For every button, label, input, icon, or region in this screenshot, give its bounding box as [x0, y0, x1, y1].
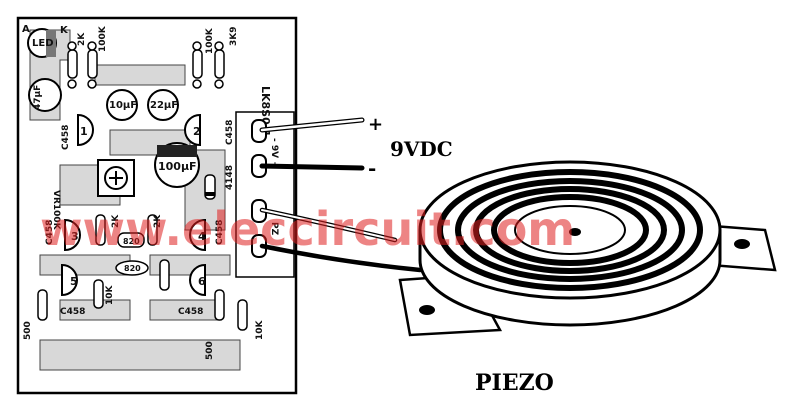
- ic-label-mid-right: C458: [215, 220, 225, 245]
- minus-label: -: [368, 156, 376, 180]
- diode-component: [204, 174, 216, 200]
- r-3k9-label: 3K9: [229, 27, 239, 47]
- plus-label: +: [368, 114, 383, 135]
- ic-1-number: 1: [80, 125, 88, 138]
- r-820-b-label: 820: [124, 264, 141, 273]
- power-wires: [259, 117, 423, 273]
- r-500-a-label: 500: [23, 321, 33, 340]
- ic-3-number: 3: [71, 230, 79, 243]
- cap-100uf-label: 100µF: [158, 160, 197, 173]
- trimmer-potentiometer: [97, 159, 135, 197]
- cap-47uf-label: 47µF: [33, 85, 43, 110]
- power-terminal-label: - 9V +: [269, 138, 279, 169]
- top-resistors: [67, 41, 225, 89]
- r-500-b-label: 500: [205, 341, 215, 360]
- r-100k-top-left-label: 100K: [98, 25, 108, 52]
- r-2k-top-label: 2K: [77, 32, 87, 46]
- transistors: [61, 113, 206, 297]
- led-component: LED A K: [22, 24, 69, 58]
- cap-10uf-label: 10µF: [109, 100, 137, 111]
- led-label: LED: [32, 38, 54, 49]
- ic-label-right: C458: [225, 120, 235, 145]
- piezo-terminal-label: PZ: [269, 222, 279, 236]
- cap-22uf-label: 22µF: [150, 100, 178, 111]
- piezo-buzzer: [398, 160, 777, 337]
- r-10k-a-label: 10K: [105, 284, 115, 305]
- watermark-text: www.eleccircuit.com: [40, 202, 575, 256]
- ic-label-left: C458: [61, 125, 71, 150]
- ic-4-number: 4: [198, 230, 206, 243]
- r-10k-b-label: 10K: [255, 319, 265, 340]
- piezo-label: PIEZO: [475, 370, 554, 396]
- ic-5-number: 5: [70, 275, 78, 288]
- capacitors: [28, 78, 200, 188]
- ic-label-mid-left: C458: [45, 220, 55, 245]
- vr100k-label: VR100K: [51, 190, 61, 231]
- r-2k-b-label: 2K: [153, 214, 163, 228]
- anode-label: A: [22, 24, 30, 35]
- r-100k-top-right-label: 100K: [205, 27, 215, 54]
- diode-label: 4148: [225, 165, 235, 190]
- supply-label: 9VDC: [390, 137, 453, 161]
- ic-label-bot-left: C458: [60, 307, 85, 317]
- ic-label-bot-right: C458: [178, 307, 203, 317]
- terminal-screws: [251, 119, 267, 258]
- cathode-label: K: [60, 25, 69, 36]
- r-820-a-label: 820: [123, 237, 140, 246]
- ic-6-number: 6: [198, 275, 206, 288]
- middle-resistors: [37, 214, 248, 331]
- r-2k-a-label: 2K: [111, 214, 121, 228]
- ic-2-number: 2: [193, 125, 201, 138]
